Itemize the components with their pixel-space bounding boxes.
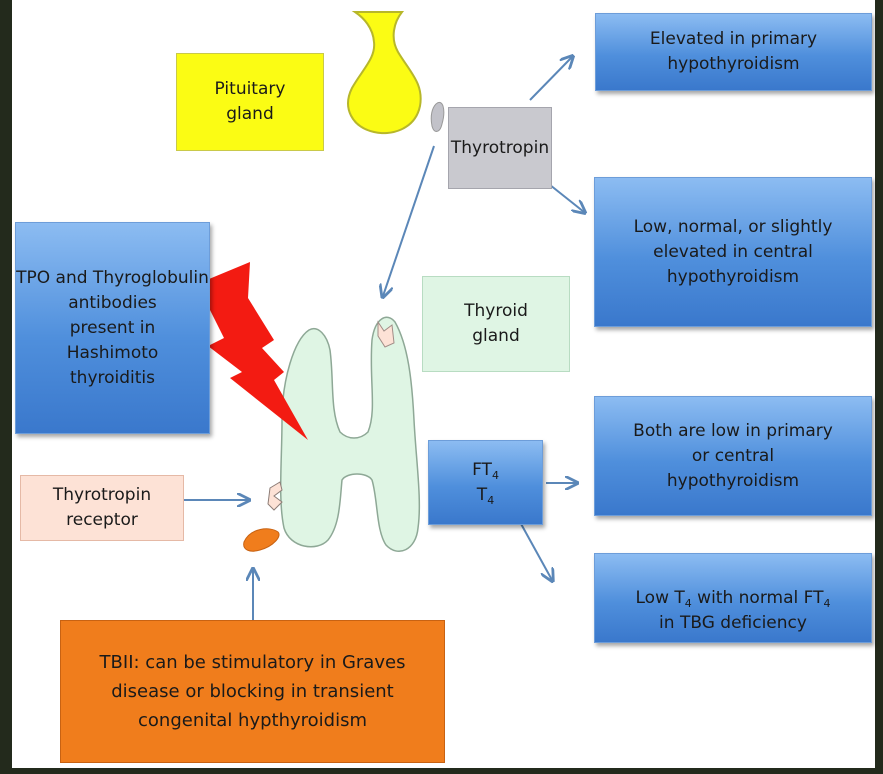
tbii-antibody-shape [243,528,280,552]
thyrotropin-receptor-label: Thyrotropin receptor [52,485,152,530]
thyrotropin-box: Thyrotropin [448,107,552,189]
low-t4-line-1: Low T4 with normal FT4 [635,587,831,610]
tbii-label: TBII: can be stimulatory in Graves disea… [99,652,406,731]
tbii-box: TBII: can be stimulatory in Graves disea… [60,620,445,763]
tpo-antibodies-box: TPO and Thyroglobulin antibodies present… [15,222,210,434]
arrow-to-low-t4 [519,521,552,580]
arrow-to-elevated [529,57,572,101]
thyroid-gland-box: Thyroid gland [422,276,570,372]
low-normal-central-label: Low, normal, or slightly elevated in cen… [633,216,833,287]
low-normal-central-box: Low, normal, or slightly elevated in cen… [594,177,872,327]
diagram-canvas: Pituitary gland Thyrotropin Elevated in … [12,0,875,768]
receptor-notch-top-shape [377,320,395,348]
t4-label: T4 [476,484,495,507]
ft4-label: FT4 [472,459,499,482]
both-low-label: Both are low in primary or central hypot… [633,420,833,491]
receptor-notch-left-shape [267,481,283,511]
diagram-graphics [184,11,875,620]
elevated-primary-label: Elevated in primary hypothyroidism [649,29,818,74]
thyrotropin-drop-shape [430,102,445,132]
low-t4-box: Low T4 with normal FT4 in TBG deficiency [594,553,872,643]
thyrotropin-receptor-box: Thyrotropin receptor [20,475,184,541]
ft4-t4-box: FT4 T4 [428,440,543,525]
low-t4-line-2: in TBG deficiency [659,612,807,633]
lightning-bolt-shape [197,262,308,440]
thyroid-gland-shape [279,316,421,552]
thyroid-gland-label: Thyroid gland [464,301,528,346]
pituitary-gland-shape [347,11,422,135]
arrow-to-thyroid [383,145,435,296]
both-low-box: Both are low in primary or central hypot… [594,396,872,516]
thyrotropin-label: Thyrotropin [450,137,550,158]
pituitary-gland-box: Pituitary gland [176,53,324,151]
pituitary-gland-label: Pituitary gland [214,79,286,124]
elevated-primary-box: Elevated in primary hypothyroidism [595,13,872,91]
tpo-antibodies-label: TPO and Thyroglobulin antibodies present… [16,267,209,388]
